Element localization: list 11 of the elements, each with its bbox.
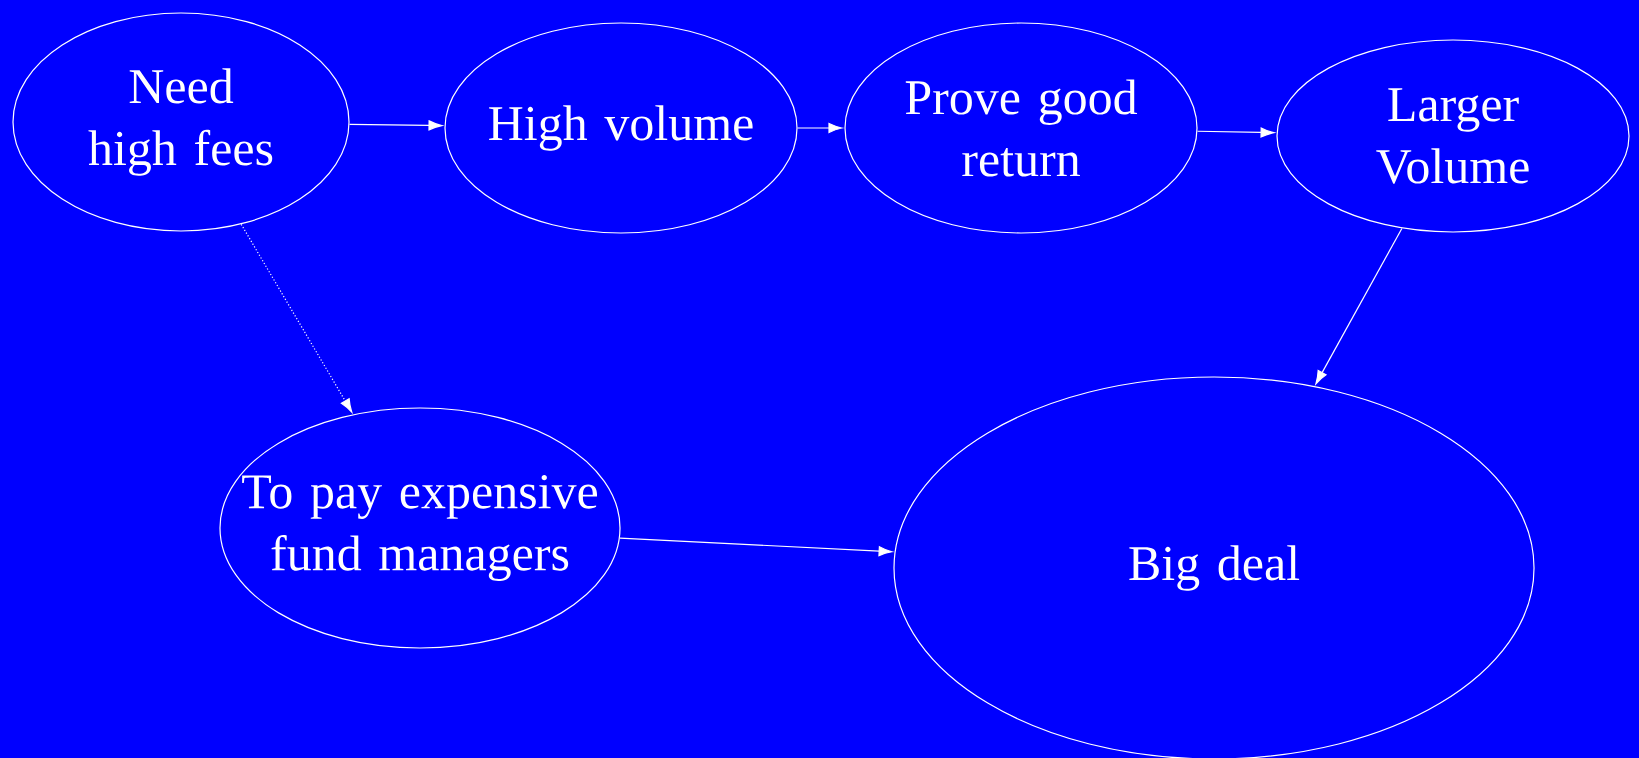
ellipse-node: Larger Volume	[1276, 39, 1630, 233]
ellipse-node: Need high fees	[12, 12, 350, 232]
arrow	[240, 223, 353, 413]
arrow	[1196, 127, 1275, 138]
ellipse-node: To pay expensive fund managers	[219, 407, 621, 649]
arrow	[348, 120, 443, 131]
ellipse-node: High volume	[444, 22, 798, 234]
arrow	[619, 537, 893, 557]
arrow	[1315, 227, 1403, 385]
arrow	[797, 122, 843, 134]
ellipse-node: Prove good return	[844, 22, 1198, 234]
